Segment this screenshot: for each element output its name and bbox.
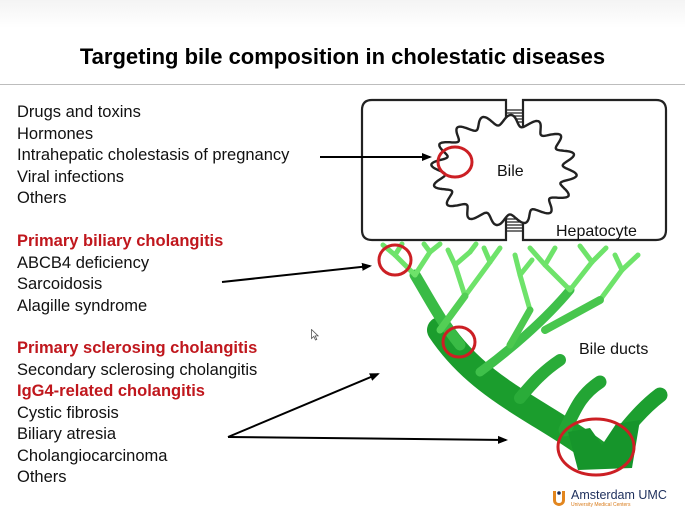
top-band — [0, 0, 685, 28]
large-branch-2 — [558, 375, 607, 437]
list-item: Secondary sclerosing cholangitis — [17, 360, 258, 379]
branch-connector-3 — [506, 306, 534, 349]
bile-ducts-label: Bile ducts — [579, 341, 648, 358]
list-item: Cholangiocarcinoma — [17, 446, 168, 465]
small-duct-12 — [487, 245, 503, 265]
small-duct-8 — [452, 249, 473, 268]
list-item: Intrahepatic cholestasis of pregnancy — [17, 146, 290, 164]
small-duct-9 — [467, 241, 479, 255]
circle-small-ducts — [377, 243, 413, 277]
right-hepatocyte — [521, 98, 668, 242]
hepatocyte-label: Hepatocyte — [556, 223, 637, 240]
amsterdam-umc-logo: Amsterdam UMC University Medical Centers — [551, 487, 685, 509]
list-item: Cystic fibrosis — [17, 403, 119, 422]
list-item: Biliary atresia — [17, 425, 117, 443]
list-item: Viral infections — [17, 167, 125, 186]
small-duct-18 — [597, 267, 625, 303]
small-duct-20 — [619, 252, 641, 273]
list-item: Hormones — [17, 124, 94, 143]
list-item: Others — [17, 468, 67, 486]
small-duct-17 — [589, 245, 609, 265]
branch-connector-1 — [436, 292, 469, 334]
list-item: Sarcoidosis — [17, 275, 103, 293]
circle-medium-duct — [441, 325, 477, 359]
title-divider — [0, 84, 685, 85]
large-branch-1 — [514, 354, 566, 404]
list-item: Primary biliary cholangitis — [17, 232, 224, 250]
slide-title: Targeting bile composition in cholestati… — [79, 44, 606, 69]
bile-canaliculus — [430, 113, 578, 227]
small-duct-16 — [577, 243, 595, 265]
logo-subtitle: University Medical Centers — [571, 502, 631, 508]
small-duct-22 — [517, 257, 535, 278]
small-duct-6 — [427, 241, 443, 255]
highlight-circles — [377, 145, 636, 477]
small-duct-2 — [412, 249, 433, 278]
small-duct-19 — [612, 252, 625, 273]
branch-connector-2 — [541, 296, 604, 334]
hepatocyte-cells — [360, 98, 668, 242]
arrow-to-small-ducts — [221, 262, 372, 283]
pointer-arrows — [221, 153, 508, 444]
arrow-to-medium-ducts — [227, 373, 380, 438]
duct-segment-upper — [409, 269, 466, 351]
list-item: Alagille syndrome — [17, 296, 148, 315]
small-duct-1 — [392, 252, 418, 278]
bile-label: Bile — [497, 163, 524, 180]
large-duct-bifurcation — [568, 420, 640, 470]
logo-name: Amsterdam UMC — [571, 488, 667, 502]
list-item: Primary sclerosing cholangitis — [17, 339, 258, 357]
arrow-to-large-ducts — [227, 435, 508, 444]
list-item: Drugs and toxins — [17, 103, 141, 121]
small-duct-14 — [542, 245, 558, 268]
small-duct-10 — [462, 259, 493, 299]
circle-large-duct — [556, 417, 636, 477]
mouse-cursor-icon — [311, 329, 319, 341]
circle-canaliculus — [436, 145, 474, 179]
duct-branch-middle — [475, 285, 575, 377]
list-item: IgG4-related cholangitis — [17, 382, 205, 400]
list-item: ABCB4 deficiency — [17, 253, 150, 272]
list-item: Others — [17, 189, 67, 207]
left-hepatocyte — [360, 98, 508, 242]
amsterdam-umc-logo-icon — [553, 491, 565, 506]
small-duct-15 — [567, 259, 595, 293]
